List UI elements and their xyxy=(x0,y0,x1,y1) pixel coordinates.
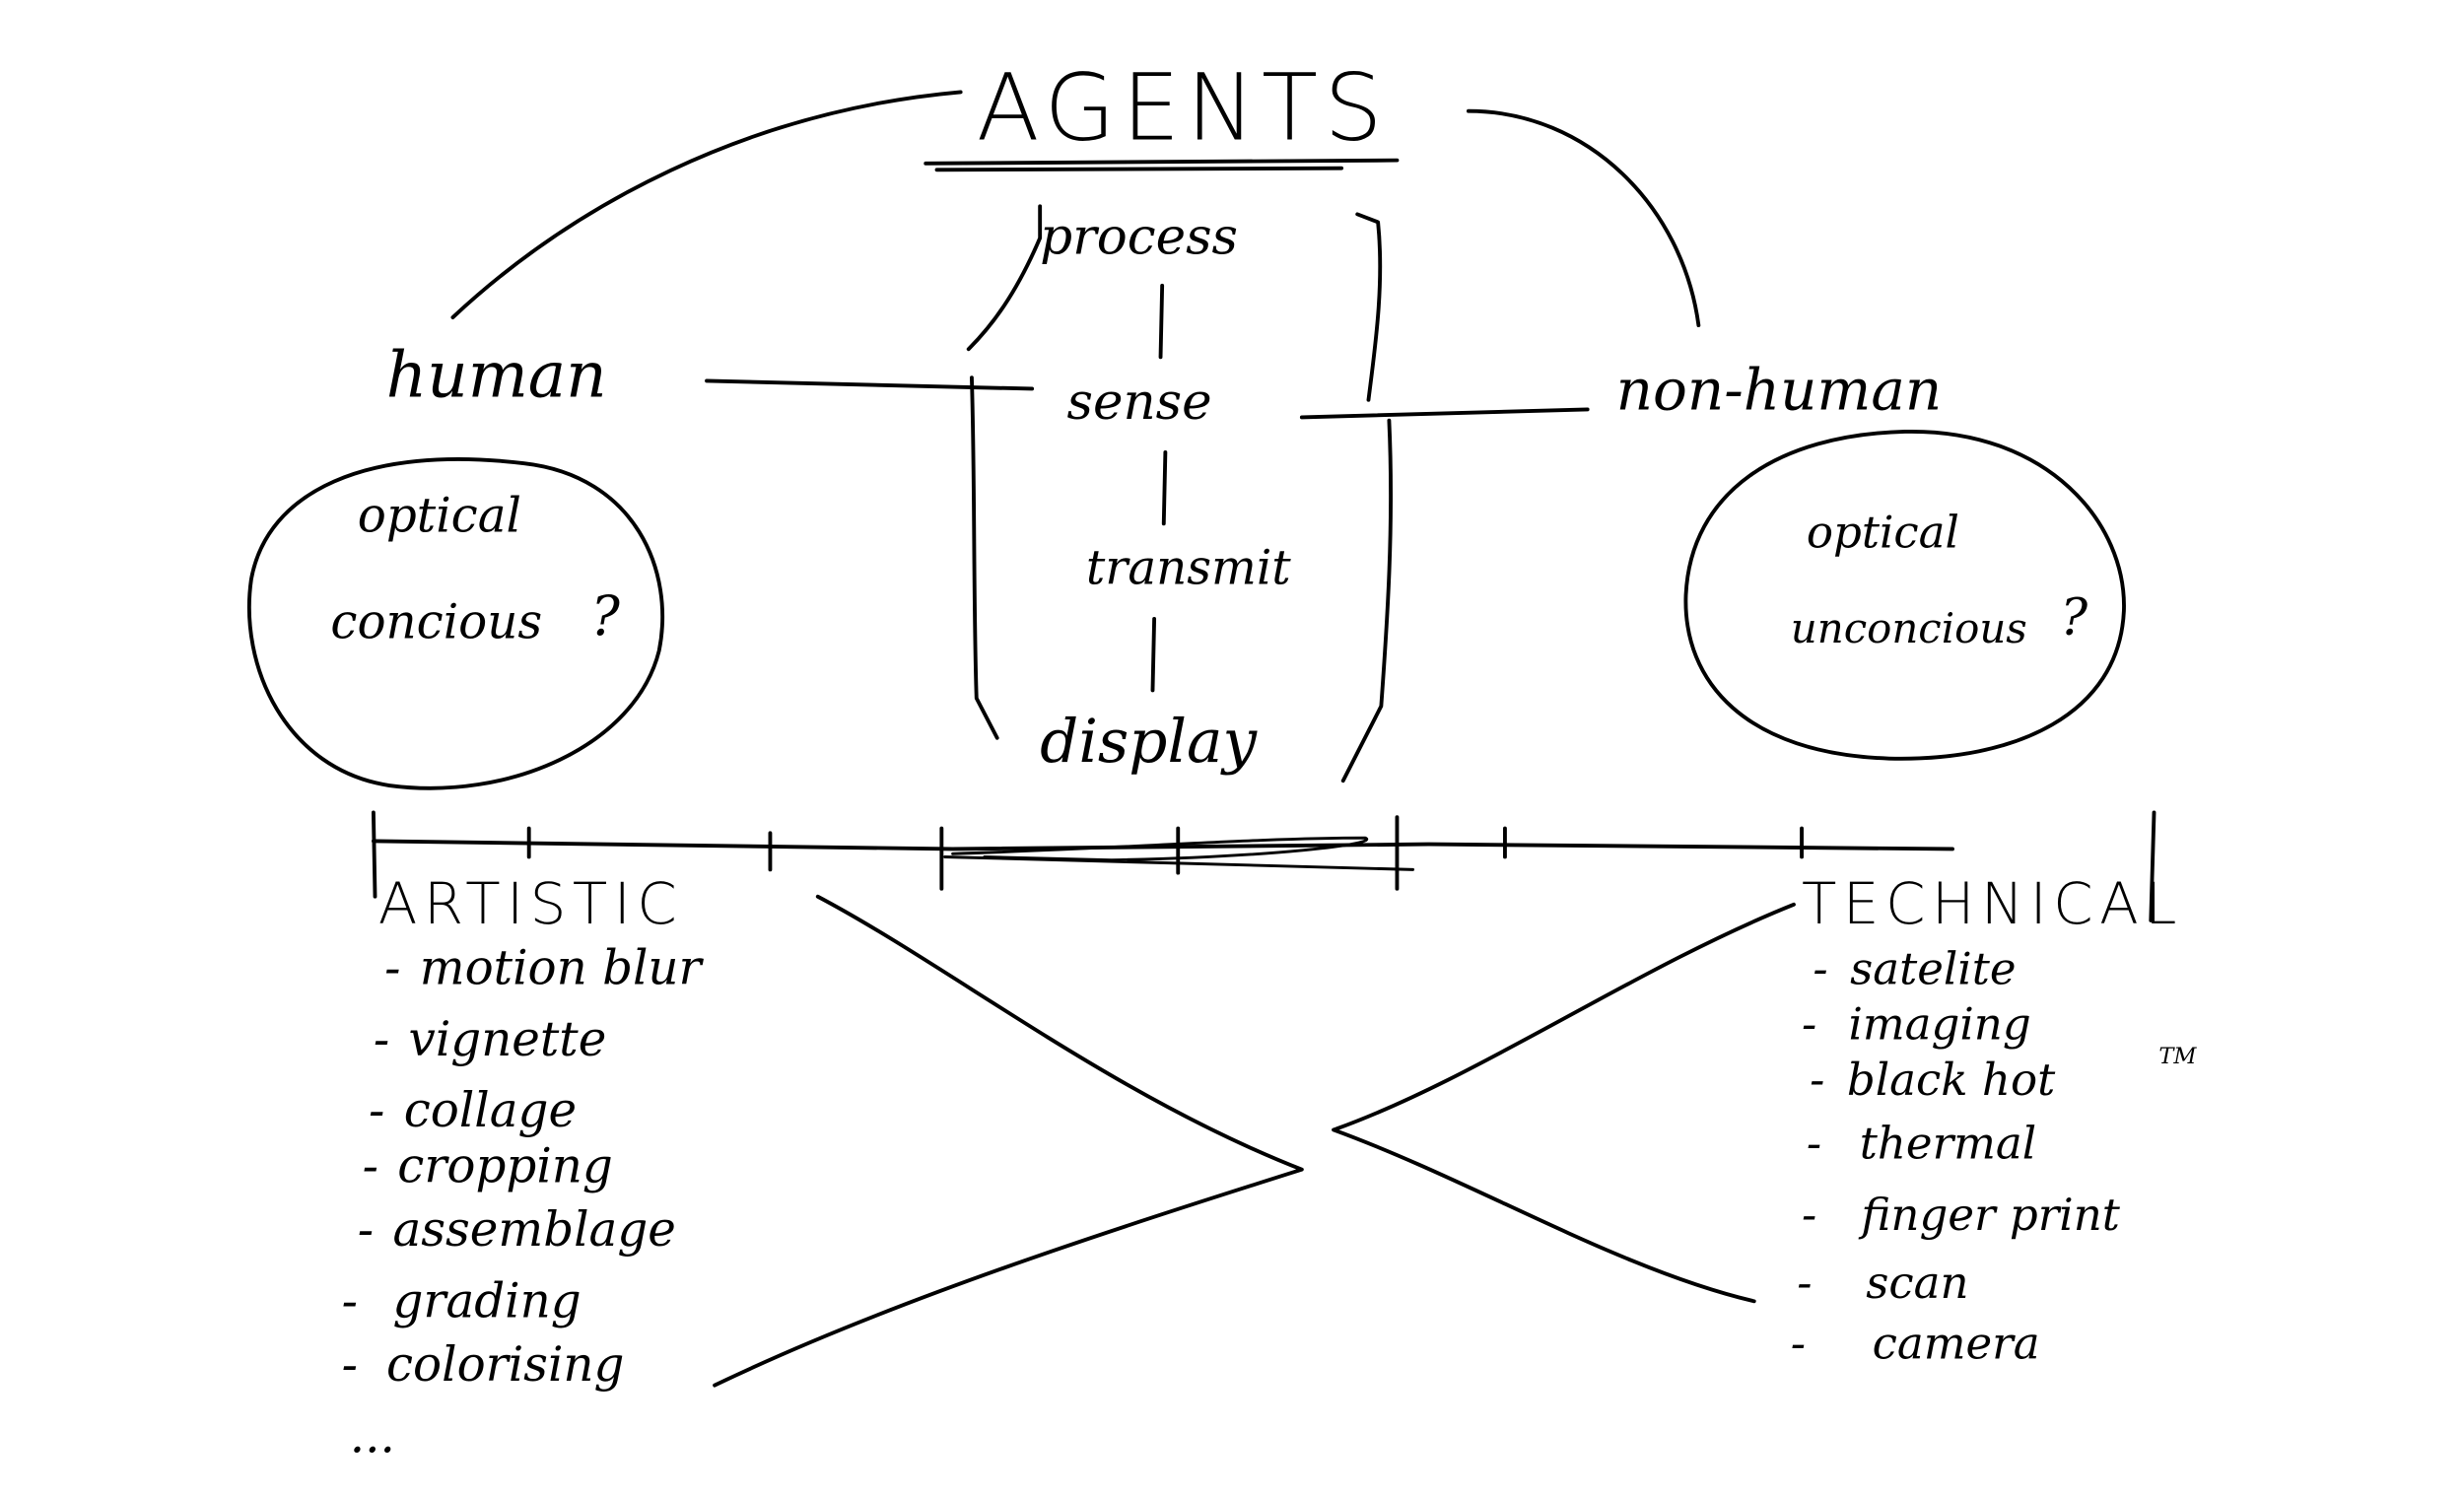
right-bracket xyxy=(1340,212,1394,783)
column-connectors xyxy=(1150,283,1168,693)
list-item: -black hot xyxy=(1810,1054,2056,1106)
question-mark-right: ? xyxy=(2061,588,2088,647)
optical-label-right: optical xyxy=(1807,507,1959,559)
list-item-text: imaging xyxy=(1848,998,2030,1051)
list-item: -imaging xyxy=(1802,998,2031,1051)
list-item: -vignette xyxy=(374,1012,606,1067)
list-item-text: - xyxy=(1810,1054,1824,1106)
title-underline xyxy=(924,158,1400,172)
arc-to-non-human xyxy=(1466,108,1701,328)
list-item-text: motion blur xyxy=(420,940,705,995)
list-item: -assemblage xyxy=(358,1202,676,1258)
question-mark-left: ? xyxy=(590,584,620,647)
list-item-text: cropping xyxy=(397,1139,613,1194)
artistic-bracket-lines xyxy=(713,894,1304,1388)
optical-label-left: optical xyxy=(358,488,521,543)
list-item-text: thermal xyxy=(1860,1117,2036,1169)
list-item: -colorising xyxy=(342,1337,625,1393)
list-item-text: scan xyxy=(1866,1257,1968,1309)
axis-scribble xyxy=(943,836,1415,871)
list-item-text: - xyxy=(374,1012,389,1067)
list-item-text: - xyxy=(1797,1257,1812,1309)
display-label: display xyxy=(1040,707,1258,777)
list-item-text: - xyxy=(369,1083,384,1138)
unconscious-label: unconcious xyxy=(1791,604,2027,652)
artistic-list: -motion blur -vignette -collage -croppin… xyxy=(342,940,705,1464)
list-item: - camera xyxy=(1791,1317,2040,1369)
axis-ticks xyxy=(371,810,2156,922)
trademark-mark: TM xyxy=(2158,1044,2197,1069)
list-item-text: grading xyxy=(392,1273,581,1328)
non-human-label: non-human xyxy=(1616,356,1943,423)
human-connector xyxy=(705,378,1035,391)
list-item-text: assemblage xyxy=(392,1202,675,1258)
optical-unconscious-circle xyxy=(1683,430,2126,761)
list-item: -satelite xyxy=(1813,942,2016,994)
list-item: -motion blur xyxy=(384,940,704,995)
process-label: process xyxy=(1040,208,1238,267)
list-item-text: colorising xyxy=(386,1337,624,1393)
list-item: - scan xyxy=(1797,1257,1968,1309)
list-item-text: black hot xyxy=(1847,1054,2056,1106)
list-item-text: satelite xyxy=(1850,942,2016,994)
list-item: -thermal xyxy=(1807,1117,2036,1169)
list-item-text: - xyxy=(1802,1189,1816,1241)
list-item-text: - xyxy=(1802,998,1816,1051)
human-label: human xyxy=(386,339,607,413)
conscious-label: concious xyxy=(330,594,542,649)
list-item-text: - xyxy=(363,1139,378,1194)
list-item-text: collage xyxy=(404,1083,577,1138)
list-item: -cropping xyxy=(363,1139,613,1194)
list-item-text: - xyxy=(342,1337,358,1393)
list-item-text: - xyxy=(342,1273,358,1328)
list-item-text: - xyxy=(1807,1117,1821,1169)
list-item: -grading xyxy=(342,1273,582,1328)
technical-heading: TECHNICAL xyxy=(1802,870,2183,937)
transmit-label: transmit xyxy=(1086,541,1291,596)
arc-to-human xyxy=(450,90,963,319)
optical-conscious-circle xyxy=(246,457,664,790)
list-item-text: finger print xyxy=(1858,1189,2120,1241)
list-item-text: - xyxy=(1791,1317,1806,1369)
technical-bracket-lines xyxy=(1332,902,1796,1304)
artistic-heading: ARTISTIC xyxy=(378,870,683,937)
left-bracket xyxy=(966,204,1043,740)
list-item: -finger print xyxy=(1802,1189,2121,1241)
technical-list: -satelite -imaging -black hot TM -therma… xyxy=(1791,942,2198,1369)
list-item-text: camera xyxy=(1873,1317,2040,1369)
sense-label: sense xyxy=(1067,373,1212,432)
list-item-text: - xyxy=(1813,942,1827,994)
list-item-text: - xyxy=(358,1202,374,1258)
artistic-technical-axis xyxy=(371,839,1954,851)
diagram-title: AGENTS xyxy=(977,55,1389,163)
artistic-more: ... xyxy=(350,1408,395,1464)
list-item: -collage xyxy=(369,1083,577,1138)
list-item-text: vignette xyxy=(409,1012,607,1067)
non-human-connector xyxy=(1299,407,1590,420)
list-item-text: - xyxy=(384,940,400,995)
